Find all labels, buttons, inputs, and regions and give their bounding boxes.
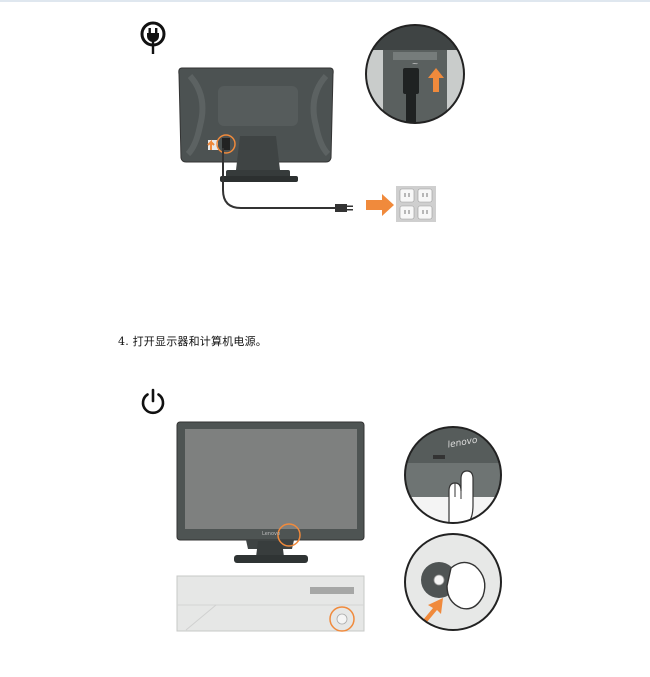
monitor-logo: Lenovo xyxy=(262,531,281,537)
power-cord xyxy=(222,148,353,212)
computer-illustration xyxy=(176,575,365,632)
arrow-right-icon xyxy=(366,194,394,216)
wall-outlet xyxy=(396,186,436,222)
step-instruction: 4. 打开显示器和计算机电源。 xyxy=(118,335,267,348)
power-icon xyxy=(141,388,165,415)
callout-computer-button xyxy=(404,533,502,631)
top-rule xyxy=(0,0,650,2)
svg-text:~: ~ xyxy=(412,59,419,68)
callout-connector-closeup: ~ xyxy=(365,24,465,124)
monitor-front-illustration xyxy=(176,421,365,563)
callout-monitor-button: lenovo xyxy=(404,426,502,524)
monitor-rear-illustration xyxy=(178,67,334,182)
plug-icon xyxy=(140,21,166,54)
